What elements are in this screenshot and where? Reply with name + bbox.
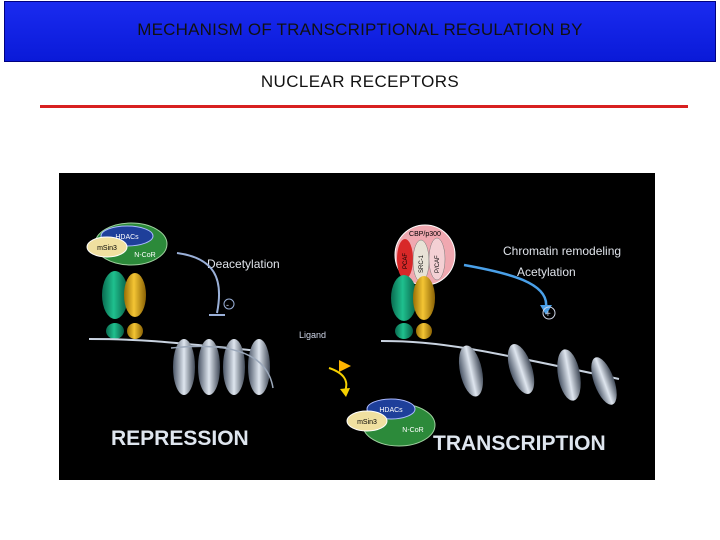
plus-sign: + (545, 309, 551, 320)
slide-subtitle: NUCLEAR RECEPTORS (260, 72, 460, 91)
coactivator-complex: CBP/p300 PCAF SRC-1 P/CAF (394, 224, 456, 286)
cbp-label: CBP/p300 (409, 231, 441, 238)
msin3-label: mSin3 (97, 245, 117, 252)
pcaf2-label: P/CAF (435, 255, 441, 273)
dna-strand-right (380, 340, 620, 380)
nucleosomes-left (170, 339, 274, 395)
deacetylation-label: Deacetylation (207, 257, 280, 271)
src1-label: SRC-1 (419, 254, 425, 273)
pcaf-label: PCAF (403, 253, 409, 269)
acetylation-label: Acetylation (517, 265, 576, 279)
released-corepressor: HDACs mSin3 N-CoR (346, 398, 436, 447)
deacetylation-arrow (176, 252, 221, 314)
svg-text:mSin3: mSin3 (357, 419, 377, 426)
svg-text:HDACs: HDACs (379, 407, 403, 414)
nucleosomes-right (458, 344, 617, 405)
receptor-dimer-left (102, 271, 146, 339)
title-divider (40, 105, 688, 108)
ligand-label: Ligand (299, 330, 326, 340)
title-banner (4, 1, 716, 62)
slide-title: MECHANISM OF TRANSCRIPTIONAL REGULATION … (137, 20, 583, 39)
receptor-dimer-right (391, 275, 435, 339)
mechanism-figure: HDACs mSin3 N-CoR Deacetylation - REPRES… (59, 173, 655, 480)
acetylation-arrow (463, 263, 548, 308)
svg-text:N-CoR: N-CoR (402, 427, 423, 434)
minus-sign: - (226, 300, 229, 310)
hdacs-label: HDACs (115, 234, 139, 241)
ncor-label: N-CoR (134, 252, 155, 259)
corepressor-complex: HDACs mSin3 N-CoR (86, 222, 168, 266)
chromatin-label: Chromatin remodeling (503, 244, 621, 258)
transcription-label: TRANSCRIPTION (433, 432, 606, 455)
repression-label: REPRESSION (111, 427, 249, 450)
